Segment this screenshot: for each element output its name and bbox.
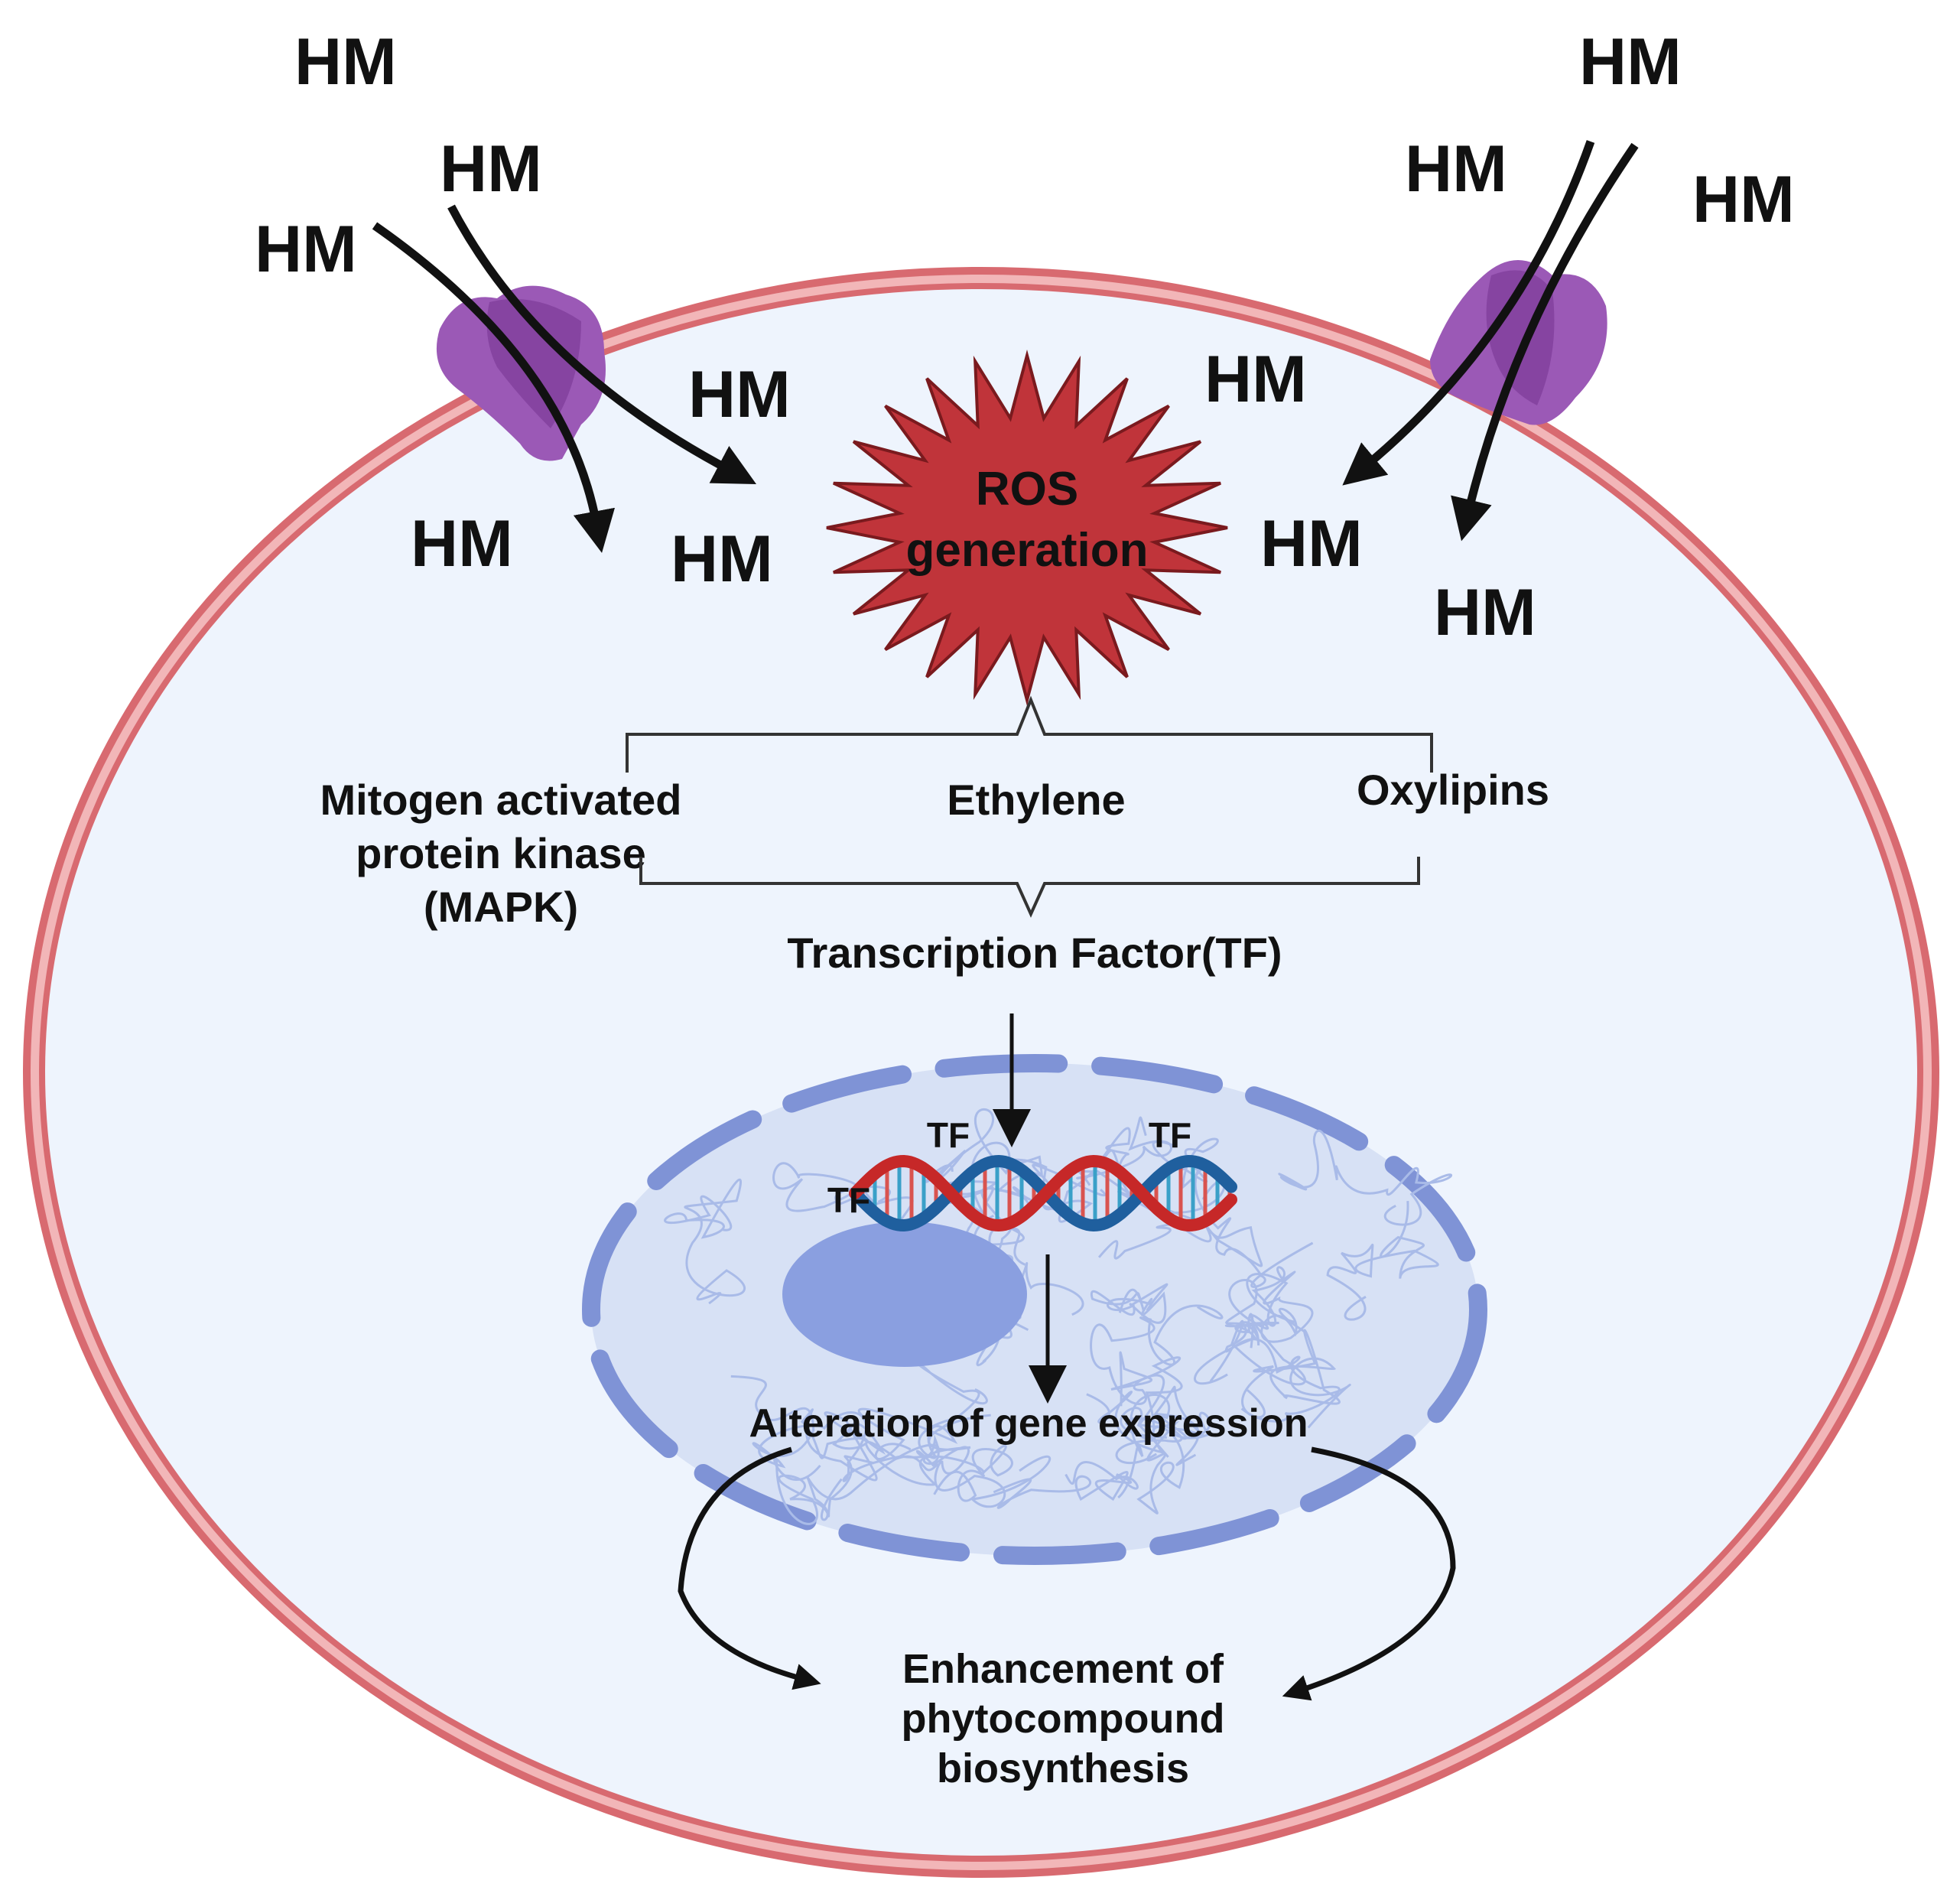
nuclear-envelope — [582, 1054, 1487, 1565]
hm-entry-arrow-left-1 — [372, 222, 616, 553]
hm-label-outside-1: HM — [294, 25, 397, 99]
chromatin-strand — [1110, 1351, 1183, 1465]
hm-label-outside-3: HM — [255, 213, 357, 286]
enhancement-label-line2: phytocompound — [902, 1696, 1225, 1742]
chromatin-strand — [993, 1461, 1139, 1509]
channel-left-icon — [436, 285, 606, 461]
enhancement-label-line3: biosynthesis — [937, 1745, 1189, 1791]
enhancement-arrow-right — [1282, 1446, 1456, 1701]
chromatin-strand — [1074, 1116, 1173, 1195]
hm-label-inside-5: HM — [1260, 507, 1363, 581]
hm-label-inside-4: HM — [1204, 343, 1307, 416]
mapk-label-line1: Mitogen activated — [320, 776, 682, 824]
nucleolus — [782, 1222, 1027, 1367]
chromatin-strand — [1090, 1283, 1169, 1324]
chromatin-strand — [1209, 1279, 1307, 1386]
ros-label-line2: generation — [906, 524, 1149, 577]
dna-strand-red — [849, 1154, 1237, 1232]
lower-bracket — [639, 857, 1420, 918]
chromatin-strand — [1326, 1201, 1439, 1321]
upper-bracket — [626, 695, 1433, 773]
hm-label-outside-2: HM — [440, 132, 542, 206]
chromatin-strand — [730, 1375, 875, 1525]
hm-entry-arrow-left-2 — [447, 204, 757, 485]
tf-label-2: TF — [1149, 1115, 1191, 1155]
mapk-label-line3: (MAPK) — [424, 883, 578, 931]
enhancement-arrow-left — [678, 1446, 821, 1690]
hm-entry-arrow-right-2 — [1451, 142, 1639, 542]
chromatin-strand — [1278, 1129, 1453, 1226]
chromatin-strand — [1241, 1329, 1351, 1429]
transcription-factor-label: Transcription Factor(TF) — [787, 929, 1282, 977]
hm-label-inside-2: HM — [411, 507, 513, 581]
channel-right-icon — [1430, 260, 1607, 425]
chromatin-strand — [925, 1108, 1011, 1216]
hm-label-inside-3: HM — [671, 522, 773, 596]
chromatin-strand — [865, 1440, 1013, 1502]
chromatin-strand — [1246, 1266, 1314, 1343]
enhancement-label-line1: Enhancement of — [902, 1646, 1224, 1692]
alteration-label: Alteration of gene expression — [749, 1401, 1308, 1446]
chromatin-strand — [772, 1162, 914, 1228]
tf-label-3: TF — [827, 1180, 870, 1220]
hm-label-outside-6: HM — [1692, 163, 1795, 236]
ethylene-label: Ethylene — [947, 776, 1125, 824]
hm-label-outside-5: HM — [1405, 132, 1507, 206]
chromatin-strand — [1193, 1321, 1341, 1423]
hm-entry-arrow-right-1 — [1342, 140, 1595, 486]
chromatin-strand — [915, 1414, 1052, 1508]
hm-label-inside-6: HM — [1434, 576, 1536, 649]
tf-label-1: TF — [927, 1115, 970, 1155]
chromatin-strand — [758, 1411, 940, 1521]
oxylipins-label: Oxylipins — [1357, 766, 1549, 814]
chromatin-strand — [1090, 1304, 1224, 1439]
mapk-label-line2: protein kinase — [356, 829, 646, 877]
ros-starburst — [826, 349, 1228, 707]
ros-label-line1: ROS — [976, 463, 1078, 516]
hm-label-outside-4: HM — [1579, 25, 1682, 99]
chromatin-strand — [1117, 1385, 1211, 1499]
chromatin-strand — [664, 1178, 746, 1305]
hm-label-inside-1: HM — [688, 358, 791, 431]
